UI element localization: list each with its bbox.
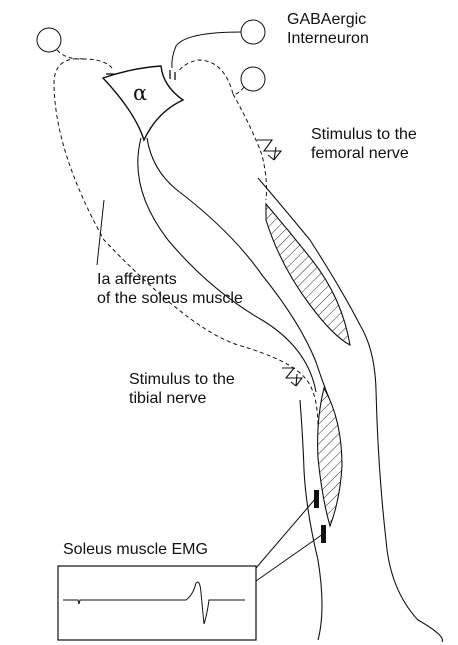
ia-label-leader [97,200,104,265]
afferent-dashed-left [57,50,112,68]
gabaergic-interneuron-label: GABAergic Interneuron [287,10,369,48]
neuron-right [241,67,265,91]
stimulus-femoral-icon [257,140,281,160]
femoral-stimulus-label: Stimulus to the femoral nerve [311,125,417,163]
emg-title-label: Soleus muscle EMG [63,540,208,559]
gaba-label-line2: Interneuron [287,29,369,48]
ia-label-line1: Ia afferents [97,270,243,289]
stimulus-tibial-icon [282,368,302,386]
quadriceps-muscle [266,204,350,345]
neuron-top-left [37,28,61,52]
tibial-stimulus-label: Stimulus to the tibial nerve [129,370,235,408]
ia-label-line2: of the soleus muscle [97,289,243,308]
interneuron-axon [172,32,241,68]
emg-electrode-lower [321,525,326,543]
gabaergic-interneuron-body [241,20,265,44]
alpha-symbol: α [133,81,147,105]
soleus-muscle [318,388,342,526]
emg-lead-lower [256,534,323,581]
emg-trace-box [58,566,256,640]
tibial-label-line2: tibial nerve [129,389,235,408]
femoral-label-line1: Stimulus to the [311,125,417,144]
ia-afferents-label: Ia afferents of the soleus muscle [97,270,243,308]
femoral-afferent-dashed [233,94,267,200]
tibial-label-line1: Stimulus to the [129,370,235,389]
emg-lead-upper [256,498,316,568]
gaba-label-line1: GABAergic [287,10,369,29]
afferent-dashed-right [178,60,244,94]
femoral-label-line2: femoral nerve [311,144,417,163]
